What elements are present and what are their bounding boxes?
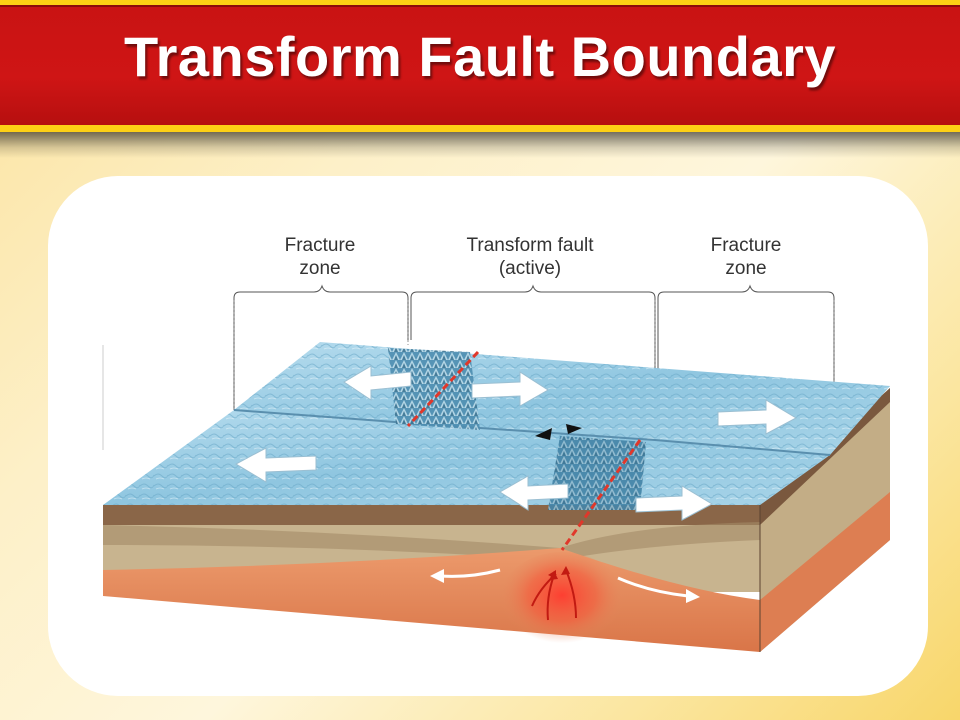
- spreading-ridges: [388, 348, 646, 551]
- label-fracture-zone-right-line1: Fracture: [710, 235, 782, 256]
- fault-motion-arrows: [535, 424, 582, 440]
- flow-arrow-right: [617, 576, 689, 598]
- flow-arrow-left: [439, 568, 501, 578]
- label-brackets: [233, 284, 835, 460]
- label-fracture-zone-right: Fracture zone: [676, 234, 816, 280]
- ridge-segment-upper: [388, 348, 480, 430]
- ridge-segment-lower: [548, 436, 646, 510]
- title-bar: Transform Fault Boundary: [0, 0, 960, 132]
- label-transform-fault-line2: (active): [498, 258, 562, 279]
- arrow-east-upper: [471, 371, 549, 407]
- bracket-fracture-zone-left: [233, 284, 409, 410]
- title-shadow: [0, 132, 960, 158]
- arrow-east-lower: [635, 485, 714, 521]
- arrow-west-upper: [343, 365, 412, 401]
- bracket-fracture-zone-right: [657, 284, 835, 460]
- mantle-layer-side: [760, 492, 890, 652]
- label-fracture-zone-right-line2: zone: [725, 258, 767, 279]
- label-fracture-zone-left-line1: Fracture: [284, 235, 356, 256]
- label-transform-fault: Transform fault (active): [430, 234, 630, 280]
- ridge-axis-lower: [560, 439, 642, 551]
- page-title: Transform Fault Boundary: [123, 25, 837, 88]
- label-fracture-zone-left: Fracture zone: [250, 234, 390, 280]
- arrow-west-lower: [499, 475, 569, 511]
- magma-upwelling: [500, 552, 624, 648]
- title-banner: [0, 5, 960, 125]
- label-transform-fault-line1: Transform fault: [466, 235, 594, 256]
- arrow-east-right: [717, 399, 798, 435]
- ridge-axis-upper: [406, 350, 480, 428]
- label-fracture-zone-left-line2: zone: [299, 258, 341, 279]
- mantle-flow-arrows: [439, 568, 689, 598]
- arrow-west-left: [234, 447, 317, 483]
- bracket-transform-fault: [410, 284, 656, 390]
- ocean-floor-surface: [103, 342, 890, 505]
- plate-motion-arrows: [234, 365, 798, 521]
